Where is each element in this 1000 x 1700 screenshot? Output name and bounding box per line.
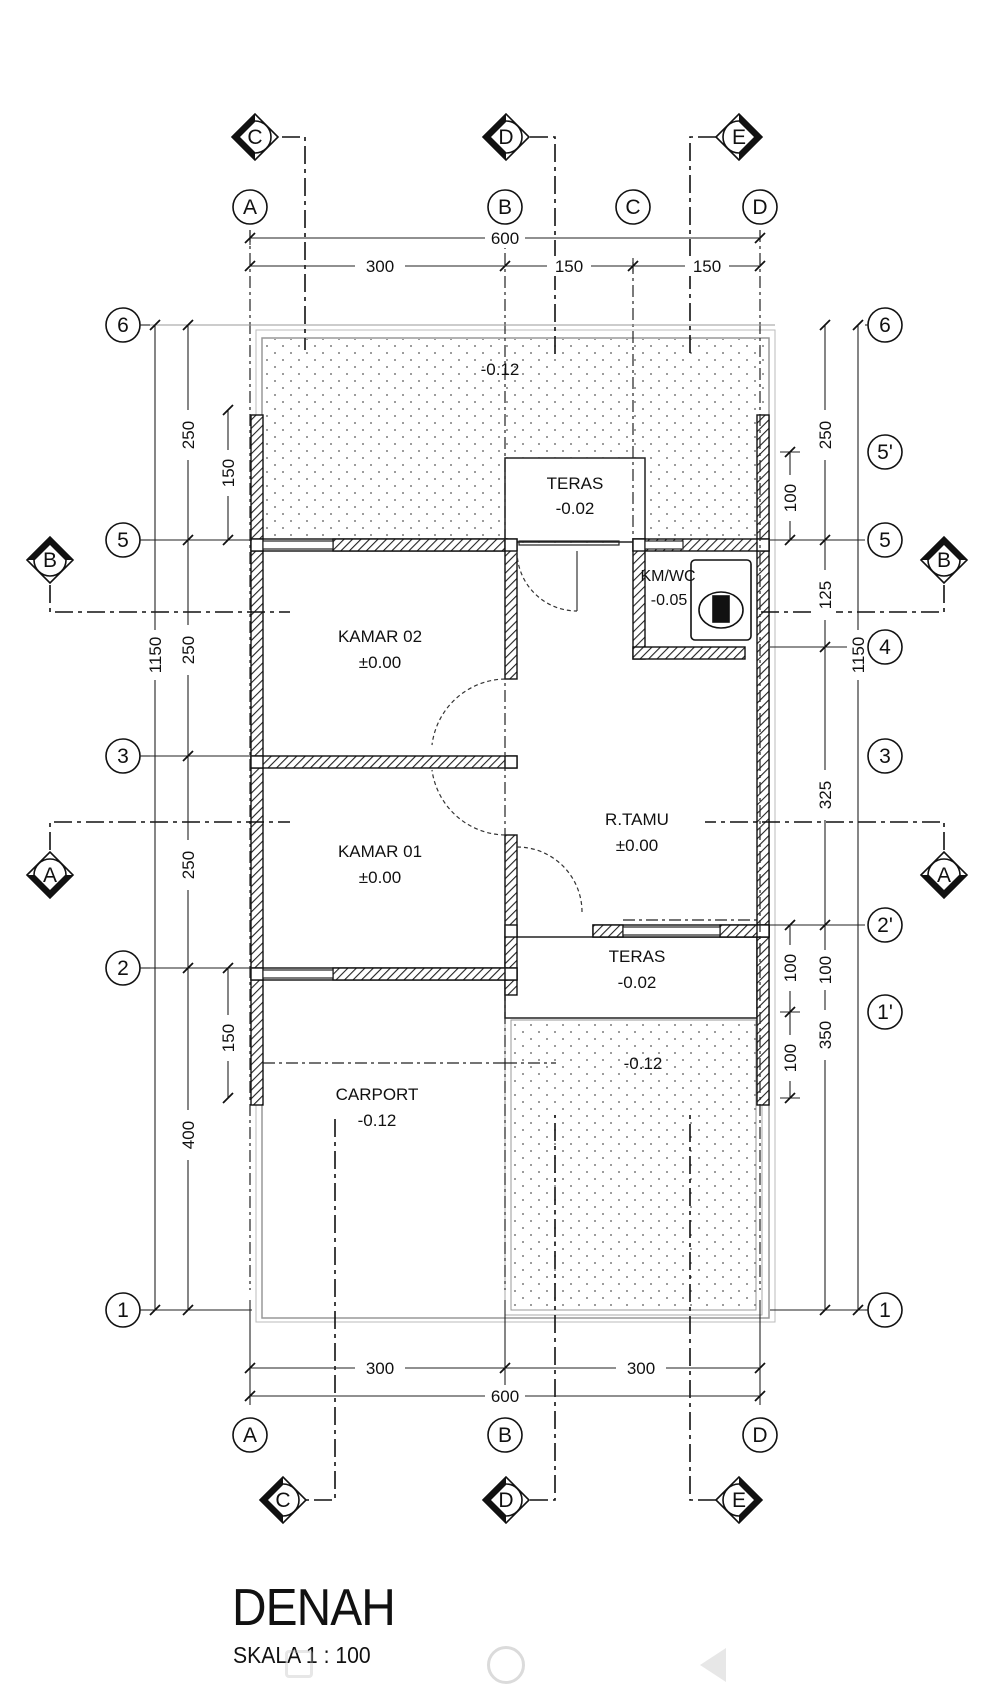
grid-row-2-left: 2: [117, 957, 129, 980]
dim-right-4-2: 325: [816, 781, 835, 809]
section-label-e-bottom: E: [732, 1489, 746, 1512]
dimension-ticks: [149, 232, 864, 1402]
grid-col-a-top: A: [243, 196, 257, 219]
section-label-c-bottom: C: [275, 1489, 290, 1512]
grid-row-6-left: 6: [117, 314, 129, 337]
dimension-labels: 600 300 150 150 600 300 300 1150 250 250…: [146, 229, 868, 1406]
room-name-teras-bottom: TERAS: [609, 947, 666, 966]
grid-col-a-bottom: A: [243, 1424, 257, 1447]
teras-bottom-area: [504, 936, 758, 1019]
section-label-c-top: C: [247, 126, 262, 149]
room-level-carport: -0.12: [358, 1111, 397, 1130]
dim-right-sub-1p: 100: [781, 1044, 800, 1072]
grid-col-d-top: D: [752, 196, 767, 219]
home-button[interactable]: [487, 1646, 525, 1684]
section-marker-labels: C D E C D E B B A A: [43, 126, 951, 1512]
drawing-title: DENAH: [232, 1579, 396, 1637]
dim-right-total: 1150: [849, 637, 868, 674]
dim-left-6-5: 250: [179, 421, 198, 449]
toilet-icon: [690, 559, 752, 641]
room-level-teras-top: -0.02: [556, 499, 595, 518]
grid-row-3-right: 3: [879, 745, 891, 768]
room-level-teras-bottom: -0.02: [618, 973, 657, 992]
dim-right-6-5: 250: [816, 421, 835, 449]
room-level-km-wc: -0.05: [651, 592, 688, 609]
dim-bottom-a-b: 300: [366, 1359, 394, 1378]
grid-row-1-left: 1: [117, 1299, 129, 1322]
room-name-r-tamu: R.TAMU: [605, 810, 669, 829]
dim-left-2-1: 400: [179, 1121, 198, 1149]
grid-row-2p-right: 2': [877, 914, 893, 937]
room-level-kamar-02: ±0.00: [359, 653, 401, 672]
dim-left-5-3: 250: [179, 636, 198, 664]
grid-bubble-lines: [140, 324, 868, 1311]
room-name-teras-top: TERAS: [547, 474, 604, 493]
section-label-b-left: B: [43, 549, 57, 572]
grid-row-4-right: 4: [879, 636, 891, 659]
grid-bubble-labels: A B C D A B D 6 5 3 2 1 6 5' 5 4 3 2' 1'…: [117, 196, 893, 1447]
dim-top-c-d: 150: [693, 257, 721, 276]
grid-row-5p-right: 5': [877, 441, 893, 464]
grid-row-1p-right: 1': [877, 1001, 893, 1024]
wall-columns: [250, 538, 770, 981]
section-label-d-bottom: D: [498, 1489, 513, 1512]
garden-area-bottom: [510, 1019, 757, 1311]
section-marker-arrows: [27, 114, 967, 1523]
teras-top-area: [504, 457, 646, 543]
grid-col-b-top: B: [498, 196, 512, 219]
windows: [262, 540, 721, 979]
grid-bubbles: [105, 189, 903, 1453]
section-label-a-right: A: [937, 864, 951, 887]
grid-col-d-bottom: D: [752, 1424, 767, 1447]
section-label-b-right: B: [937, 549, 951, 572]
recent-apps-button[interactable]: [285, 1650, 313, 1678]
dim-right-2-1: 350: [816, 1021, 835, 1049]
dim-right-5-4: 125: [816, 581, 835, 609]
dim-right-sub-2p-2: 100: [816, 956, 835, 984]
section-label-a-left: A: [43, 864, 57, 887]
grid-col-c-top: C: [625, 196, 640, 219]
grid-lines: [249, 230, 761, 1290]
dim-top-b-c: 150: [555, 257, 583, 276]
grid-row-5-right: 5: [879, 529, 891, 552]
room-name-km-wc: KM/WC: [640, 568, 695, 585]
room-level-kamar-01: ±0.00: [359, 868, 401, 887]
drawing-scale: SKALA 1 : 100: [233, 1642, 371, 1668]
grid-row-5-left: 5: [117, 529, 129, 552]
dim-left-sub-bottom: 150: [219, 1024, 238, 1052]
dim-bottom-total: 600: [491, 1387, 519, 1406]
dim-top-total: 600: [491, 229, 519, 248]
dim-top-a-b: 300: [366, 257, 394, 276]
dim-left-3-2: 250: [179, 851, 198, 879]
room-name-kamar-01: KAMAR 01: [338, 842, 422, 861]
section-label-e-top: E: [732, 126, 746, 149]
doors: [431, 550, 583, 913]
dim-left-total: 1150: [146, 637, 165, 674]
dim-bottom-b-d: 300: [627, 1359, 655, 1378]
dim-right-sub-5p-5: 100: [781, 484, 800, 512]
grid-row-3-left: 3: [117, 745, 129, 768]
section-label-d-top: D: [498, 126, 513, 149]
room-level-r-tamu: ±0.00: [616, 836, 658, 855]
dim-left-sub-top: 150: [219, 459, 238, 487]
grid-col-b-bottom: B: [498, 1424, 512, 1447]
garden-level-top: -0.12: [481, 360, 520, 379]
dim-right-sub-2-1p: 100: [781, 954, 800, 982]
room-name-carport: CARPORT: [336, 1085, 419, 1104]
back-button[interactable]: [700, 1648, 726, 1682]
grid-row-6-right: 6: [879, 314, 891, 337]
garden-level-bottom: -0.12: [624, 1054, 663, 1073]
room-name-kamar-02: KAMAR 02: [338, 627, 422, 646]
room-labels: TERAS -0.02 KM/WC -0.05 KAMAR 02 ±0.00 K…: [336, 360, 696, 1130]
grid-row-1-right: 1: [879, 1299, 891, 1322]
